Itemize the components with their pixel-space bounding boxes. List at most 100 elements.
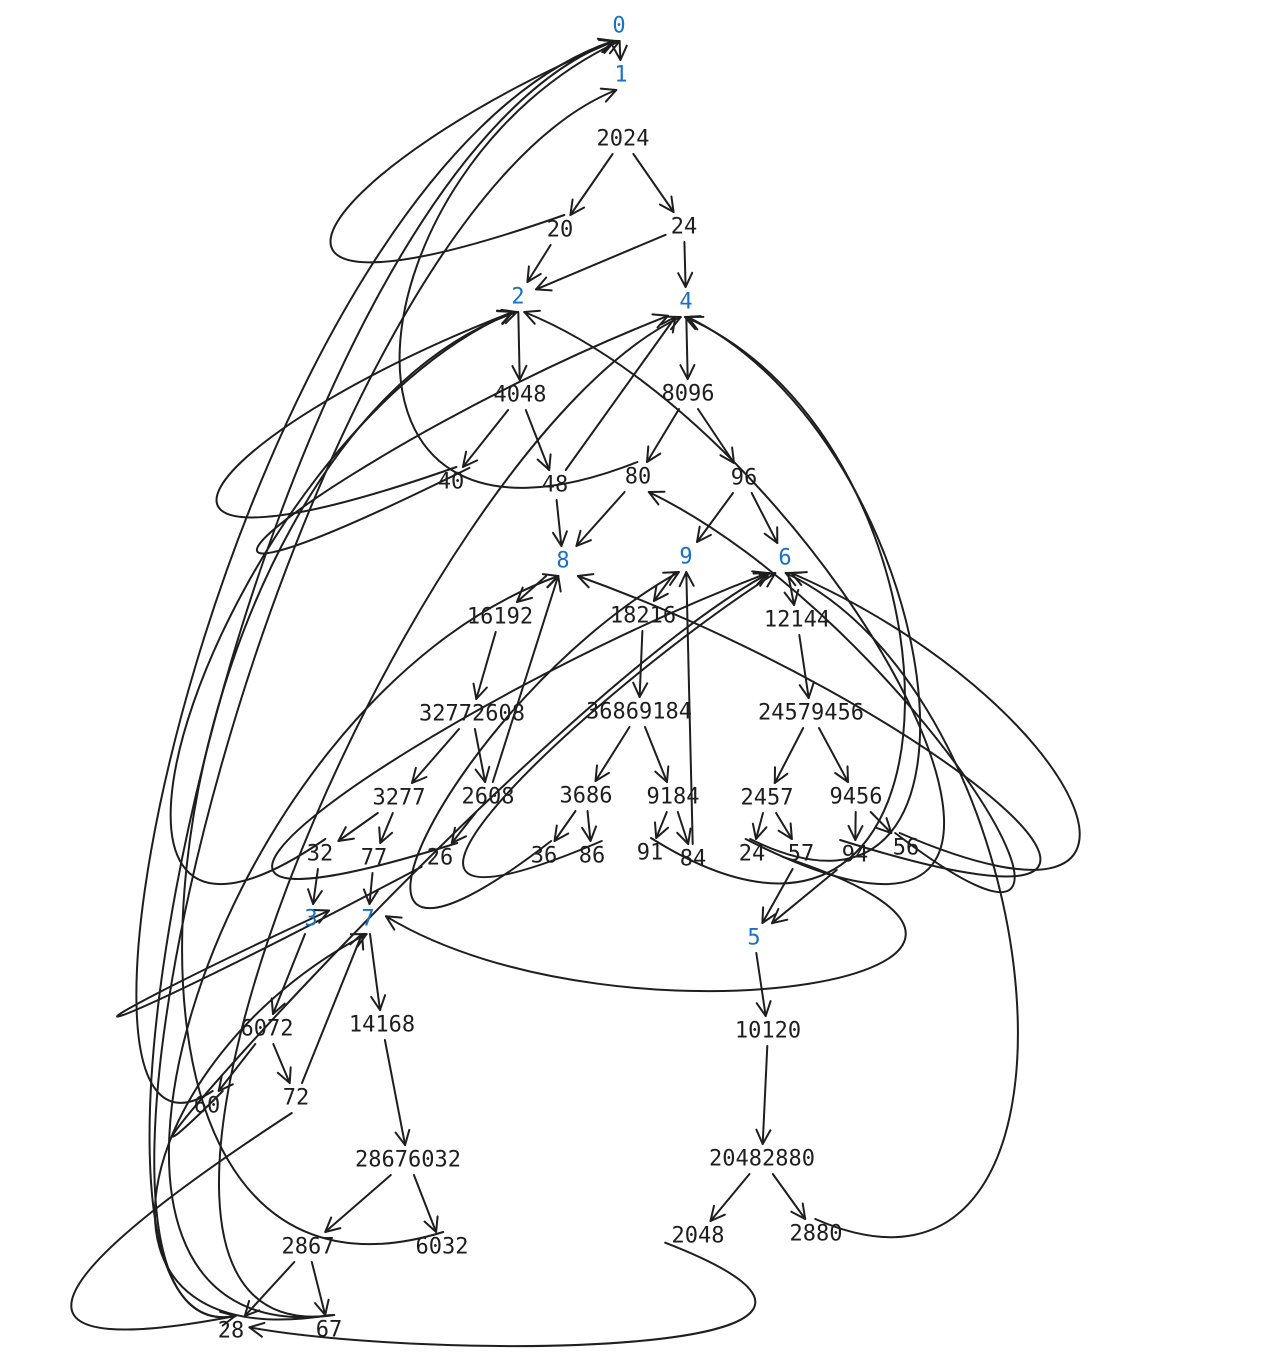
node-20482880: 20482880 — [709, 1147, 815, 1172]
edge-20-to-2-arrowhead — [526, 265, 542, 283]
node-4048: 4048 — [494, 383, 547, 408]
edge-20482880-to-2880 — [771, 1173, 807, 1220]
edge-2457-to-57-arrowhead — [777, 822, 793, 840]
edge-9-to-18216-arrowhead — [652, 584, 669, 602]
node-14168: 14168 — [349, 1013, 415, 1038]
edge-67-to-8 — [168, 575, 560, 1319]
edge-14168-to-28676032-arrowhead — [394, 1128, 411, 1146]
node-20: 20 — [547, 218, 574, 243]
node-2: 2 — [511, 285, 524, 310]
edge-36869184-to-3686 — [594, 726, 631, 782]
node-72: 72 — [283, 1086, 310, 1111]
edge-36869184-to-9184 — [644, 726, 668, 783]
node-2867: 2867 — [282, 1235, 335, 1260]
node-1: 1 — [614, 63, 627, 88]
edge-24b-to-2-arrowhead — [523, 309, 541, 325]
node-26: 26 — [427, 846, 454, 871]
node-32: 32 — [307, 842, 334, 867]
edge-7-to-14168-arrowhead — [370, 994, 387, 1011]
edge-77-to-7-arrowhead — [362, 888, 379, 905]
edge-2-to-4048-arrowhead — [511, 364, 528, 381]
edge-67-to-7 — [154, 933, 368, 1321]
node-10120: 10120 — [735, 1019, 801, 1044]
edge-86-to-6 — [462, 572, 777, 879]
node-2608: 2608 — [462, 785, 515, 810]
node-6032: 6032 — [416, 1235, 469, 1260]
node-16192: 16192 — [467, 605, 533, 630]
node-48: 48 — [542, 473, 569, 498]
node-80: 80 — [625, 465, 652, 490]
node-6072: 6072 — [241, 1017, 294, 1042]
edge-0-to-1 — [618, 40, 622, 61]
node-3: 3 — [304, 907, 317, 932]
edge-32-to-3-arrowhead — [307, 888, 323, 905]
node-84: 84 — [680, 847, 707, 872]
edge-2024-to-20-arrowhead — [569, 198, 586, 216]
node-5: 5 — [747, 926, 760, 951]
edge-20482880-to-2048 — [709, 1173, 751, 1222]
edge-24a-to-4-arrowhead — [677, 271, 694, 288]
edge-48-to-8-arrowhead — [552, 530, 568, 547]
edge-2608-to-26 — [450, 811, 478, 844]
edge-96-to-6 — [750, 492, 779, 544]
edge-20-to-0 — [329, 40, 616, 264]
edge-57-to-5-arrowhead — [761, 906, 777, 924]
edge-3277-to-77 — [379, 812, 394, 844]
edge-24579456-to-9456-arrowhead — [834, 765, 849, 783]
edge-3-to-6072-arrowhead — [270, 997, 286, 1015]
node-6: 6 — [778, 546, 791, 571]
edge-4048-to-40-arrowhead — [461, 450, 479, 468]
node-24a: 24 — [671, 215, 698, 240]
node-2024: 2024 — [597, 127, 650, 152]
node-28676032: 28676032 — [355, 1148, 461, 1173]
edge-7-to-14168 — [369, 933, 381, 1011]
edge-3686-to-86 — [586, 810, 592, 842]
edge-2457-to-24b-arrowhead — [751, 822, 768, 840]
node-9: 9 — [679, 545, 692, 570]
edge-57-to-5 — [761, 868, 794, 924]
edge-9184-to-84 — [676, 811, 690, 845]
node-86: 86 — [579, 844, 606, 869]
edge-72-to-7 — [301, 933, 363, 1084]
edge-20482880-to-2880-arrowhead — [790, 1202, 807, 1220]
edge-6072-to-60 — [217, 1043, 257, 1092]
edge-72-to-28 — [70, 1112, 293, 1331]
edge-9456-to-94-arrowhead — [847, 824, 864, 841]
node-24b: 24 — [739, 842, 766, 867]
edge-36-to-9-arrowhead — [662, 571, 680, 586]
edge-28676032-to-6032 — [412, 1174, 438, 1233]
edge-3277-to-32-arrowhead — [337, 826, 355, 842]
edge-2024-to-24a-arrowhead — [658, 195, 675, 213]
edge-67-to-4 — [218, 316, 682, 1318]
edge-56-to-80-arrowhead — [647, 490, 666, 506]
node-3686: 3686 — [560, 784, 613, 809]
edge-80-to-8-arrowhead — [575, 529, 592, 547]
edge-67-to-8-arrowhead — [541, 573, 560, 589]
edge-3686-to-36 — [553, 810, 577, 842]
edge-0-to-1-arrowhead — [611, 44, 628, 61]
edge-28-to-1 — [153, 89, 618, 1319]
edge-94-to-8-arrowhead — [576, 573, 595, 589]
node-0: 0 — [612, 14, 625, 39]
edge-2880-to-6 — [784, 572, 1019, 1239]
edge-2024-to-20 — [569, 153, 614, 216]
edge-4-to-8096 — [685, 316, 689, 380]
edge-60-to-6 — [171, 572, 771, 1138]
edge-24b-to-2 — [523, 311, 946, 885]
edge-94-to-5 — [771, 869, 838, 925]
edge-10120-to-20482880-arrowhead — [755, 1128, 772, 1145]
edge-80-to-8 — [575, 491, 626, 547]
edge-96-to-9-arrowhead — [696, 525, 712, 543]
edge-6-to-12144-arrowhead — [783, 588, 800, 606]
node-9184: 9184 — [647, 785, 700, 810]
edge-56-to-6 — [790, 572, 1081, 871]
edge-9184-to-91-arrowhead — [654, 821, 669, 839]
edge-57-to-7-arrowhead — [385, 915, 403, 931]
edge-48-to-4 — [564, 316, 677, 471]
edge-24a-to-2-arrowhead — [535, 276, 553, 292]
edge-6072-to-72 — [272, 1043, 291, 1084]
edge-2867-to-28 — [243, 1261, 296, 1317]
edge-40-to-2 — [215, 311, 514, 519]
